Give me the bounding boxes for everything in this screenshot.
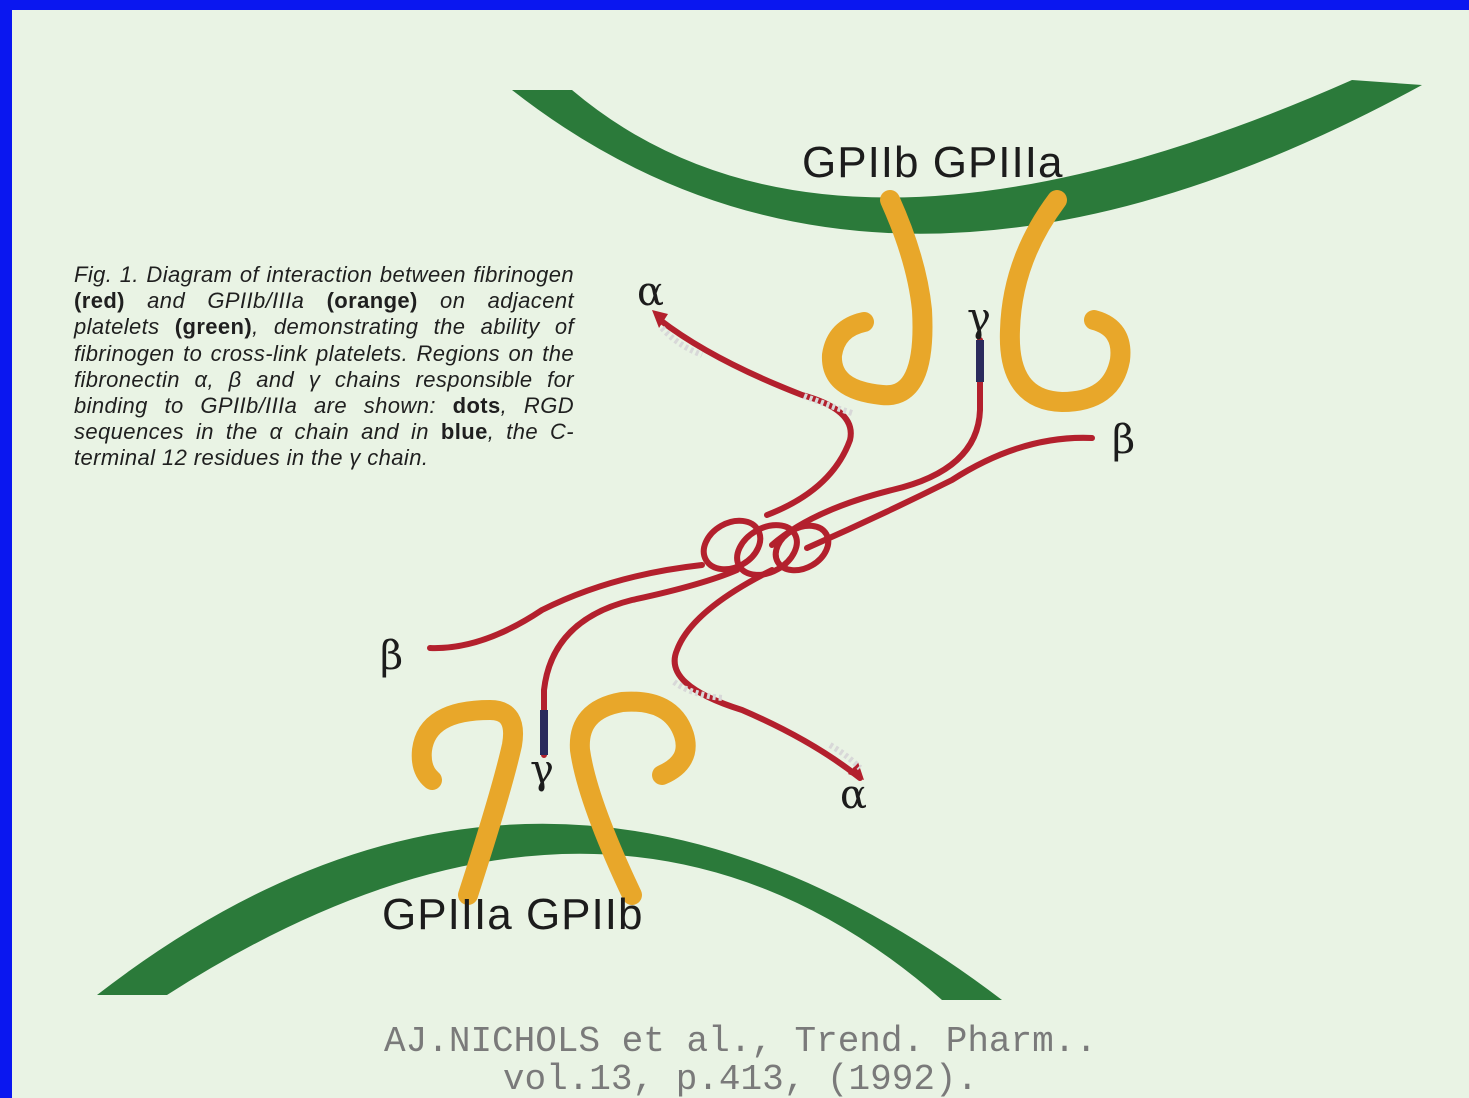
label-gamma-top: γ xyxy=(967,298,991,338)
rgd-dots-top-2 xyxy=(804,396,852,413)
label-beta-left: β xyxy=(380,636,403,676)
platelet-fibrinogen-diagram xyxy=(12,10,1469,1098)
knot-loop-1 xyxy=(695,511,769,579)
slide: Fig. 1. Diagram of interaction between f… xyxy=(12,10,1469,1098)
alpha-chain-top xyxy=(660,320,851,515)
receptor-top-gpiiia xyxy=(1010,200,1121,402)
label-alpha-top: α xyxy=(637,272,664,312)
label-bottom-receptors: GPIIIa GPIIb xyxy=(382,890,643,940)
citation-line-2: vol.13, p.413, (1992). xyxy=(12,1060,1469,1098)
label-gamma-bottom: γ xyxy=(530,750,554,790)
citation-line-1: AJ.NICHOLS et al., Trend. Pharm.. xyxy=(12,1022,1469,1062)
label-beta-right: β xyxy=(1112,420,1135,460)
receptor-bottom-gpiib xyxy=(580,702,686,895)
label-alpha-bottom: α xyxy=(840,775,867,815)
beta-chain-right xyxy=(807,438,1092,548)
label-top-receptors: GPIIb GPIIIa xyxy=(802,138,1063,188)
figure-caption: Fig. 1. Diagram of interaction between f… xyxy=(74,262,574,472)
